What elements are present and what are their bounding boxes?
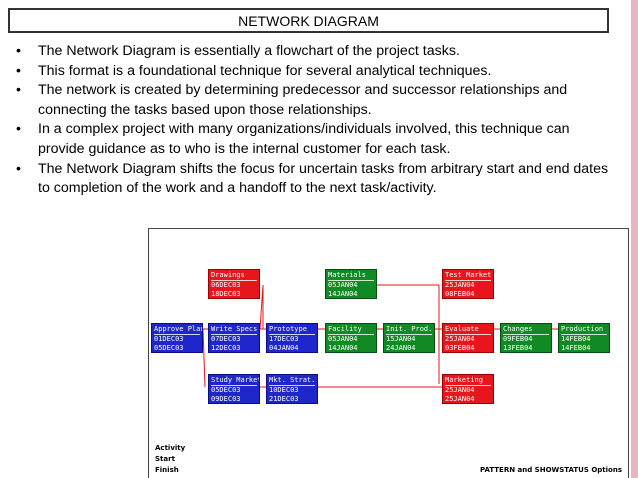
- legend-activity: Activity: [155, 444, 186, 452]
- node-start: 05JAN04: [328, 281, 358, 289]
- node-finish: 14FEB04: [561, 344, 591, 352]
- node-name: Write Specs: [211, 325, 258, 335]
- connector-approve-study: [202, 328, 206, 388]
- node-start: 10DEC03: [269, 386, 299, 394]
- node-study-market: Study Market 05DEC03 09DEC03: [208, 374, 260, 404]
- node-finish: 05DEC03: [154, 344, 184, 352]
- node-name: Facility: [328, 325, 374, 335]
- node-name: Changes: [503, 325, 549, 335]
- node-drawings: Drawings 06DEC03 18DEC03: [208, 269, 260, 299]
- node-marketing: Marketing 25JAN04 25JAN04: [442, 374, 494, 404]
- node-finish: 14JAN04: [328, 344, 358, 352]
- node-start: 01DEC03: [154, 335, 184, 343]
- node-start: 25JAN04: [445, 281, 475, 289]
- bullet-item: The Network Diagram is essentially a flo…: [14, 42, 614, 62]
- node-finish: 08FEB04: [445, 290, 475, 298]
- legend-start: Start: [155, 455, 175, 463]
- node-finish: 13FEB04: [503, 344, 533, 352]
- bullet-list: The Network Diagram is essentially a flo…: [14, 42, 614, 199]
- node-start: 17DEC03: [269, 335, 299, 343]
- node-name: Init. Prod.: [386, 325, 433, 335]
- network-diagram: Drawings 06DEC03 18DEC03 Materials 05JAN…: [148, 228, 629, 478]
- node-finish: 14JAN04: [328, 290, 358, 298]
- node-test-market: Test Market 25JAN04 08FEB04: [442, 269, 494, 299]
- node-start: 25JAN04: [445, 386, 475, 394]
- node-finish: 04JAN04: [269, 344, 299, 352]
- node-start: 25JAN04: [445, 335, 475, 343]
- node-mkt-strat: Mkt. Strat. 10DEC03 21DEC03: [266, 374, 318, 404]
- node-name: Prototype: [269, 325, 315, 335]
- node-prototype: Prototype 17DEC03 04JAN04: [266, 323, 318, 353]
- node-start: 14FEB04: [561, 335, 591, 343]
- node-materials: Materials 05JAN04 14JAN04: [325, 269, 377, 299]
- node-changes: Changes 09FEB04 13FEB04: [500, 323, 552, 353]
- node-write-specs: Write Specs 07DEC03 12DEC03: [208, 323, 260, 353]
- node-start: 06DEC03: [211, 281, 241, 289]
- legend-finish: Finish: [155, 466, 179, 474]
- node-finish: 21DEC03: [269, 395, 299, 403]
- node-name: Test Market: [445, 271, 492, 281]
- node-name: Drawings: [211, 271, 257, 281]
- node-start: 05DEC03: [211, 386, 241, 394]
- node-finish: 24JAN04: [386, 344, 416, 352]
- diagram-connectors: [202, 284, 558, 388]
- node-facility: Facility 05JAN04 14JAN04: [325, 323, 377, 353]
- node-name: Materials: [328, 271, 374, 281]
- node-finish: 09DEC03: [211, 395, 241, 403]
- node-start: 05JAN04: [328, 335, 358, 343]
- node-name: Study Market: [211, 376, 260, 386]
- node-start: 07DEC03: [211, 335, 241, 343]
- node-name: Marketing: [445, 376, 491, 386]
- node-finish: 03FEB04: [445, 344, 475, 352]
- node-evaluate: Evaluate 25JAN04 03FEB04: [442, 323, 494, 353]
- bullet-item: In a complex project with many organizat…: [14, 120, 614, 159]
- node-name: Evaluate: [445, 325, 491, 335]
- diagram-legend: Activity Start Finish: [155, 443, 185, 476]
- node-approve-plan: Approve Plan 01DEC03 05DEC03: [151, 323, 203, 353]
- node-start: 15JAN04: [386, 335, 416, 343]
- node-init-prod: Init. Prod. 15JAN04 24JAN04: [383, 323, 435, 353]
- slide-title: NETWORK DIAGRAM: [8, 8, 609, 33]
- node-finish: 12DEC03: [211, 344, 241, 352]
- bullet-item: The Network Diagram shifts the focus for…: [14, 160, 614, 199]
- node-start: 09FEB04: [503, 335, 533, 343]
- options-label: PATTERN and SHOWSTATUS Options: [479, 466, 622, 474]
- node-name: Approve Plan: [154, 325, 203, 335]
- node-production: Production 14FEB04 14FEB04: [558, 323, 610, 353]
- node-name: Mkt. Strat.: [269, 376, 316, 386]
- node-finish: 25JAN04: [445, 395, 475, 403]
- node-name: Production: [561, 325, 607, 335]
- bullet-item: This format is a foundational technique …: [14, 62, 614, 82]
- slide-edge-decoration: [631, 0, 638, 478]
- node-finish: 18DEC03: [211, 290, 241, 298]
- bullet-item: The network is created by determining pr…: [14, 81, 614, 120]
